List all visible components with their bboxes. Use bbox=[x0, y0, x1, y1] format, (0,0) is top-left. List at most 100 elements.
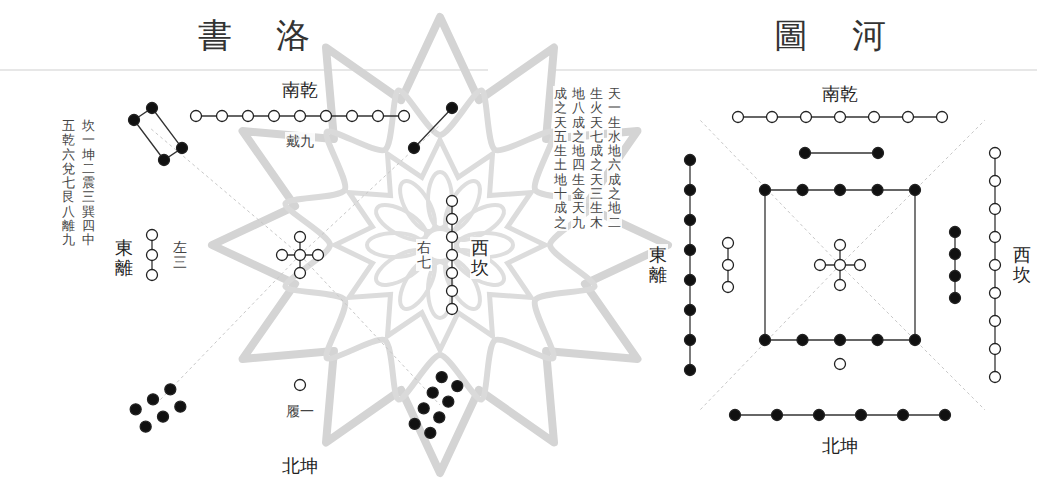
yang-dot bbox=[855, 260, 866, 271]
direction-label: 南乾 bbox=[821, 81, 859, 107]
watermark-petal bbox=[393, 176, 442, 236]
yin-dot-group bbox=[950, 227, 961, 304]
yin-dot bbox=[685, 335, 696, 346]
yang-dot bbox=[835, 240, 846, 251]
yang-dot bbox=[447, 232, 458, 243]
yang-dot bbox=[295, 250, 306, 261]
diagram-title: 書洛 bbox=[197, 12, 355, 60]
yang-dot bbox=[295, 268, 306, 279]
yang-dot bbox=[243, 111, 254, 122]
direction-label: 西坎 bbox=[1012, 244, 1032, 286]
guide-line bbox=[700, 120, 840, 265]
yin-dot bbox=[760, 335, 771, 346]
yin-dot bbox=[447, 103, 458, 114]
yin-dot-group bbox=[760, 185, 921, 196]
yang-dot bbox=[447, 304, 458, 315]
yin-dot bbox=[158, 411, 169, 422]
yin-dot-group bbox=[685, 155, 696, 376]
text-column: 生火天七成之天三生木 bbox=[589, 86, 604, 231]
yin-dot bbox=[950, 271, 961, 282]
watermark bbox=[212, 17, 668, 473]
yang-dot-group bbox=[191, 111, 410, 122]
yang-dot bbox=[191, 111, 202, 122]
header-rule bbox=[555, 69, 1037, 70]
yin-dot bbox=[685, 215, 696, 226]
yin-dot bbox=[129, 115, 140, 126]
yang-dot bbox=[903, 112, 914, 123]
yang-dot bbox=[147, 270, 158, 281]
yin-dot bbox=[452, 381, 463, 392]
yin-dot bbox=[797, 335, 808, 346]
yang-dot bbox=[217, 111, 228, 122]
yang-dot bbox=[801, 112, 812, 123]
yin-dot bbox=[130, 404, 141, 415]
yang-dot bbox=[990, 316, 1001, 327]
yang-dot bbox=[373, 111, 384, 122]
text-column: 成之天五生土地十成之 bbox=[553, 86, 568, 231]
yang-dot bbox=[269, 111, 280, 122]
yang-dot bbox=[733, 112, 744, 123]
yin-dot bbox=[730, 410, 741, 421]
yang-dot-group bbox=[733, 112, 948, 123]
yang-dot bbox=[990, 148, 1001, 159]
watermark-petal bbox=[438, 176, 487, 236]
yin-dot bbox=[685, 245, 696, 256]
yang-dot-group bbox=[723, 238, 734, 293]
direction-label: 北坤 bbox=[821, 433, 859, 459]
yin-dot bbox=[175, 401, 186, 412]
yin-dot bbox=[409, 418, 420, 429]
yang-dot bbox=[990, 204, 1001, 215]
yang-dot bbox=[295, 232, 306, 243]
yang-dot bbox=[399, 111, 410, 122]
dot-link bbox=[954, 232, 955, 298]
yang-dot-group bbox=[447, 196, 458, 315]
yin-dot bbox=[418, 403, 429, 414]
direction-label: 北坤 bbox=[281, 453, 319, 479]
guide-line bbox=[300, 125, 440, 255]
yang-dot bbox=[815, 260, 826, 271]
yang-dot bbox=[767, 112, 778, 123]
guide-line bbox=[840, 120, 985, 265]
yin-dot-group bbox=[409, 372, 463, 439]
yin-dot bbox=[685, 185, 696, 196]
yin-dot bbox=[436, 372, 447, 383]
yin-dot bbox=[856, 410, 867, 421]
yang-dot bbox=[937, 112, 948, 123]
yin-dot bbox=[872, 335, 883, 346]
yin-dot bbox=[177, 143, 188, 154]
direction-label: 東離 bbox=[648, 244, 668, 286]
yin-dot bbox=[760, 185, 771, 196]
yang-dot bbox=[447, 250, 458, 261]
yin-dot bbox=[685, 155, 696, 166]
yin-dot bbox=[873, 148, 884, 159]
yang-dot bbox=[835, 280, 846, 291]
guide-line bbox=[840, 265, 985, 410]
dot-link bbox=[414, 108, 452, 148]
yin-dot-group bbox=[730, 410, 951, 421]
yang-dot bbox=[835, 359, 846, 370]
yang-dot bbox=[869, 112, 880, 123]
yin-dot bbox=[950, 293, 961, 304]
yang-dot bbox=[295, 380, 306, 391]
yang-dot bbox=[990, 260, 1001, 271]
dot-link bbox=[805, 152, 878, 153]
yin-dot-group bbox=[800, 148, 884, 159]
yang-dot bbox=[277, 250, 288, 261]
number-note: 左三 bbox=[172, 239, 188, 272]
yang-dot bbox=[990, 176, 1001, 187]
yang-dot bbox=[723, 282, 734, 293]
text-column: 天一生水地六成之地二 bbox=[607, 86, 622, 231]
yin-dot bbox=[434, 412, 445, 423]
yin-dot bbox=[685, 305, 696, 316]
yin-dot bbox=[800, 148, 811, 159]
yang-dot bbox=[990, 344, 1001, 355]
guide-line bbox=[700, 265, 840, 410]
yang-dot-group bbox=[277, 232, 324, 279]
yin-dot bbox=[685, 275, 696, 286]
guide-line bbox=[300, 255, 440, 405]
dot-link bbox=[134, 108, 182, 160]
yang-dot bbox=[447, 286, 458, 297]
yang-dot bbox=[447, 268, 458, 279]
